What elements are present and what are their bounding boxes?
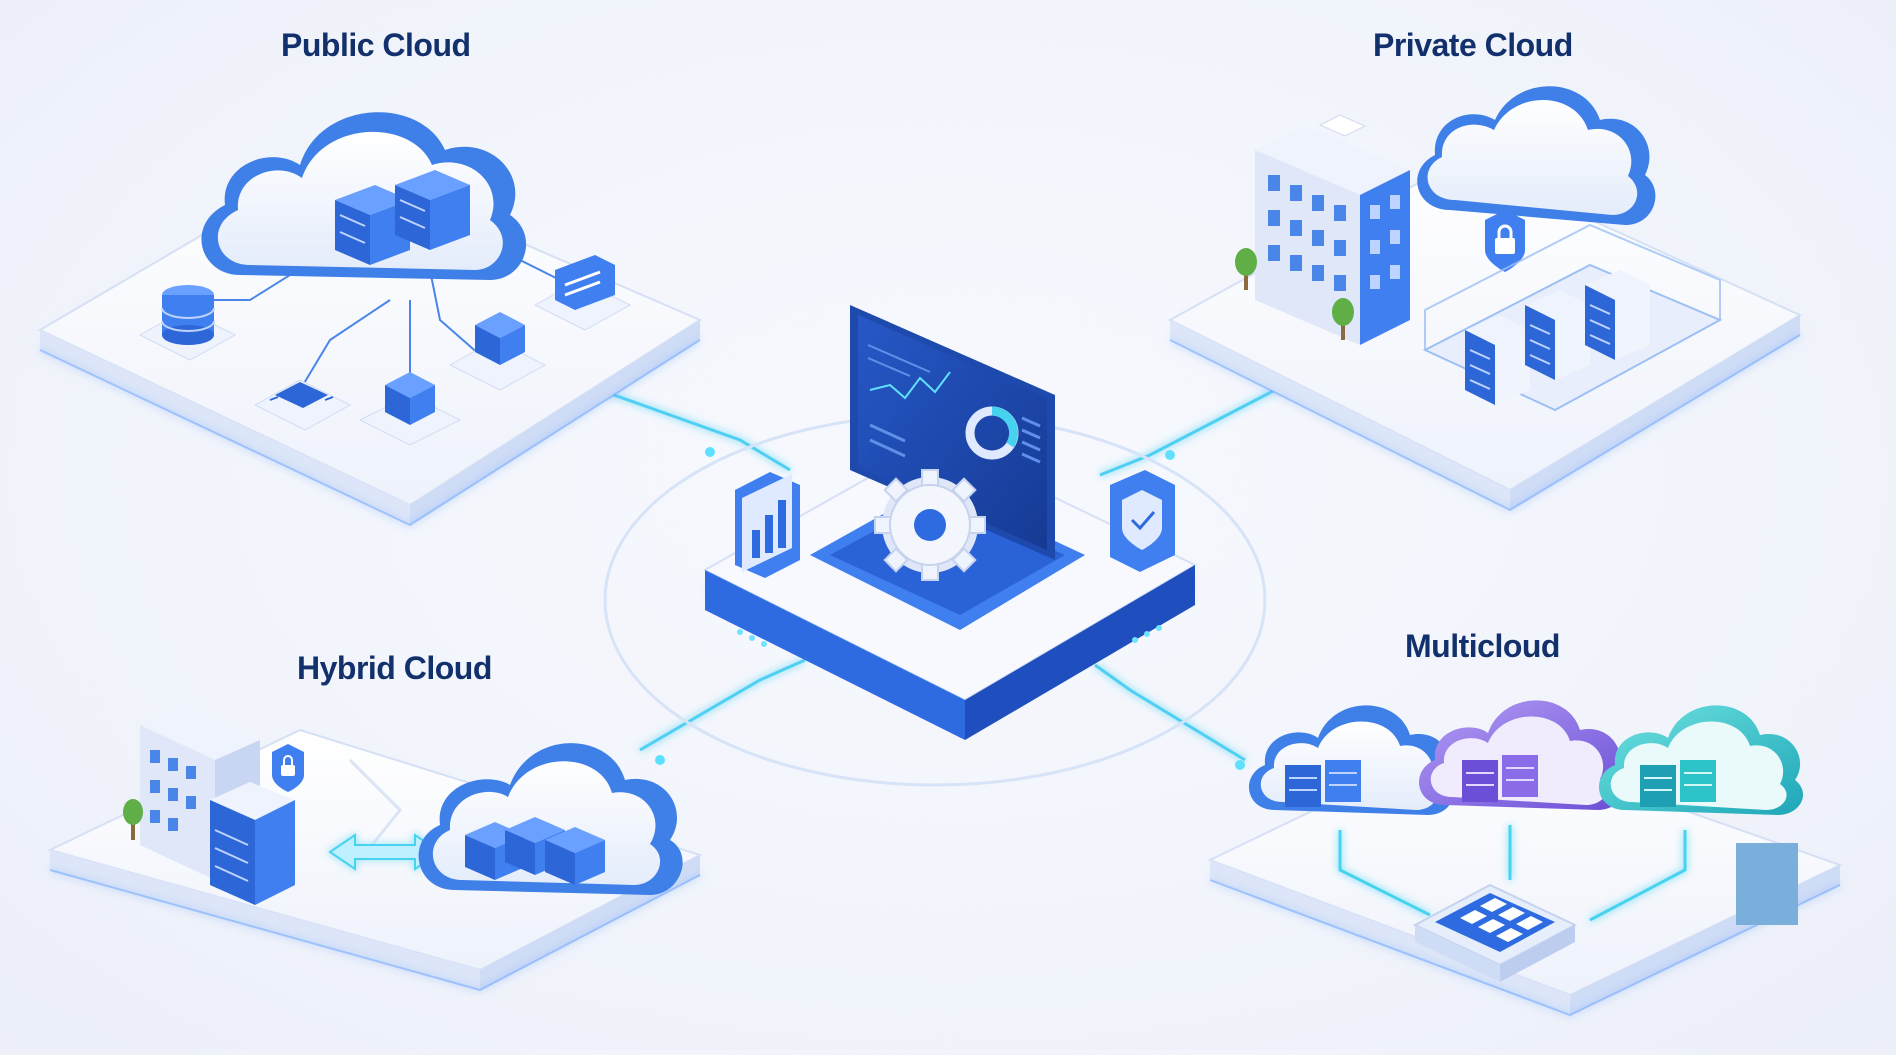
private-cloud-label: Private Cloud bbox=[1373, 27, 1573, 63]
chip-icon bbox=[253, 379, 352, 431]
hybrid-cloud-label: Hybrid Cloud bbox=[297, 650, 492, 686]
monitor-text-lines bbox=[869, 416, 1041, 464]
multicloud-links bbox=[1338, 825, 1687, 922]
overlay-square bbox=[1736, 843, 1798, 925]
grid-hub-icon bbox=[1412, 883, 1578, 982]
server-rack-icon bbox=[1640, 760, 1716, 807]
database-icon bbox=[138, 285, 237, 361]
donut-chart-icon bbox=[965, 406, 1019, 460]
server-rack-icon bbox=[1285, 760, 1361, 807]
cloud-icon bbox=[1598, 705, 1804, 815]
building-icon bbox=[1255, 114, 1410, 345]
line-chart-icon bbox=[867, 344, 951, 400]
box-icon bbox=[448, 312, 547, 391]
building-icon bbox=[140, 705, 295, 905]
box-icon bbox=[358, 372, 462, 446]
cloud-icon bbox=[1418, 700, 1624, 810]
hub-base bbox=[702, 438, 1198, 740]
bar-chart-icon bbox=[735, 472, 800, 578]
tree-icon bbox=[1235, 248, 1354, 340]
tree-icon bbox=[123, 799, 143, 840]
server-rack-icon bbox=[1465, 270, 1650, 405]
server-rack-icon bbox=[1462, 755, 1538, 802]
cloud-icon bbox=[1248, 705, 1454, 815]
server-rack-icon bbox=[335, 170, 470, 265]
connector-lines bbox=[599, 388, 1276, 762]
document-icon bbox=[533, 255, 632, 331]
public-cloud-label: Public Cloud bbox=[281, 27, 471, 63]
connector-nodes bbox=[655, 447, 1245, 770]
gear-icon bbox=[874, 469, 986, 581]
cloud-icon bbox=[1417, 86, 1656, 225]
server-rack-icon bbox=[465, 817, 605, 885]
multicloud-label: Multicloud bbox=[1405, 628, 1560, 664]
shield-icon bbox=[1110, 470, 1175, 572]
lock-icon bbox=[1495, 224, 1515, 254]
lock-icon bbox=[272, 744, 304, 792]
